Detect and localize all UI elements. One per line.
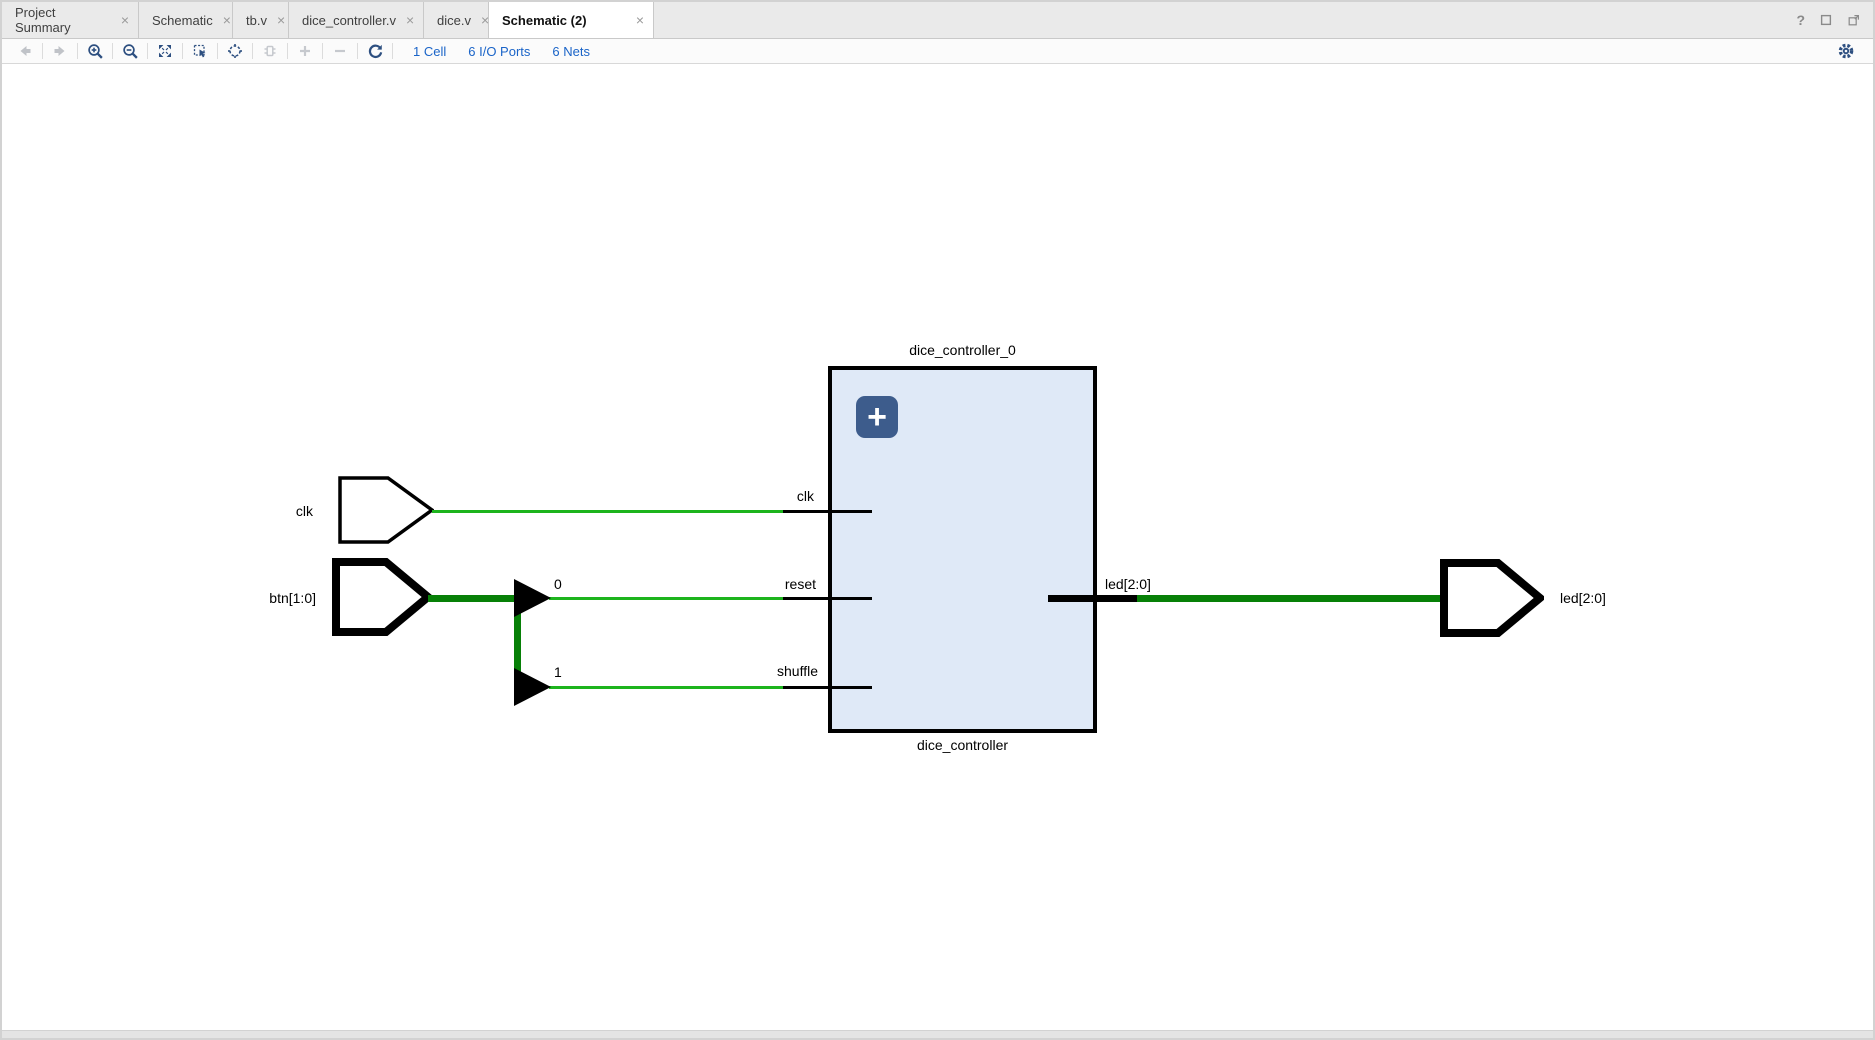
close-icon[interactable]: × [635,12,644,28]
close-icon[interactable]: × [480,12,490,28]
net-reset-wire[interactable] [549,596,785,600]
toolbar-separator [252,43,253,59]
io-ports-link[interactable]: 6 I/O Ports [468,43,531,59]
close-icon[interactable]: × [120,12,129,28]
autofit-selection-icon[interactable] [222,41,248,61]
zoom-in-icon[interactable] [82,41,108,61]
port-label-led: led[2:0] [1560,590,1606,606]
tab-label: dice.v [437,12,471,28]
toolbar-separator [322,43,323,59]
cells-link[interactable]: 1 Cell [413,43,447,59]
expand-cell-icon [257,41,283,61]
float-window-icon[interactable] [1847,13,1861,27]
toolbar-separator [112,43,113,59]
port-label-btn: btn[1:0] [269,590,316,606]
pin-label-reset: reset [784,576,816,592]
tab-schematic[interactable]: Schematic × [139,2,233,38]
net-shuffle-wire[interactable] [549,685,785,689]
pin-shuffle [783,685,872,689]
tab-dice-controller-v[interactable]: dice_controller.v × [289,2,424,38]
input-port-clk[interactable] [338,476,434,544]
add-icon [292,41,318,61]
tab-label: dice_controller.v [302,12,396,28]
input-port-btn[interactable] [332,558,432,636]
tab-label: Schematic (2) [502,12,587,28]
tab-tb-v[interactable]: tb.v × [233,2,289,38]
regenerate-icon[interactable] [362,41,388,61]
pin-label-shuffle: shuffle [777,663,818,679]
schematic-canvas[interactable]: dice_controller_0 dice_controller + clk … [2,64,1873,1030]
pin-reset [783,596,872,600]
toolbar-separator [287,43,288,59]
maximize-icon[interactable] [1819,13,1833,27]
close-icon[interactable]: × [276,12,286,28]
toolbar-separator [182,43,183,59]
expand-block-button[interactable]: + [856,396,898,438]
zoom-selection-icon[interactable] [187,41,213,61]
module-name-label: dice_controller [916,737,1009,753]
toolbar-separator [77,43,78,59]
bus-splitter-0[interactable] [514,579,552,617]
zoom-out-icon[interactable] [117,41,143,61]
forward-icon[interactable] [47,41,73,61]
settings-gear-icon[interactable] [1833,41,1859,61]
pin-label-led: led[2:0] [1105,576,1151,592]
tab-project-summary[interactable]: Project Summary × [2,2,139,38]
pin-clk [783,509,872,513]
nets-link[interactable]: 6 Nets [552,43,590,59]
zoom-fit-icon[interactable] [152,41,178,61]
tab-dice-v[interactable]: dice.v × [424,2,489,38]
tab-label: Schematic [152,12,213,28]
tab-label: tb.v [246,12,267,28]
splitter-index-0-label: 0 [554,576,562,592]
toolbar-separator [42,43,43,59]
toolbar-separator [147,43,148,59]
bus-led-wire[interactable] [1135,594,1447,602]
toolbar-separator [357,43,358,59]
toolbar-separator [392,43,393,59]
output-port-led[interactable] [1440,559,1544,637]
net-clk-wire[interactable] [432,509,785,513]
back-icon[interactable] [12,41,38,61]
close-icon[interactable]: × [405,12,415,28]
pin-label-clk: clk [796,488,814,504]
port-label-clk: clk [295,503,313,519]
schematic-toolbar: 1 Cell 6 I/O Ports 6 Nets [2,39,1873,64]
toolbar-separator [217,43,218,59]
bus-btn-wire[interactable] [428,594,521,602]
window-controls: ? [1796,2,1861,38]
tab-label: Project Summary [15,5,71,35]
bottom-strip [2,1030,1873,1038]
bus-btn-vertical-wire[interactable] [514,595,521,690]
instance-name-label: dice_controller_0 [909,342,1016,358]
tab-schematic-2[interactable]: Schematic (2) × [489,2,654,38]
pin-led [1048,594,1137,602]
remove-icon [327,41,353,61]
help-icon[interactable]: ? [1796,12,1805,28]
bus-splitter-1[interactable] [514,668,552,706]
tab-bar: Project Summary × Schematic × tb.v × dic… [2,2,1873,39]
splitter-index-1-label: 1 [554,664,562,680]
close-icon[interactable]: × [222,12,231,28]
